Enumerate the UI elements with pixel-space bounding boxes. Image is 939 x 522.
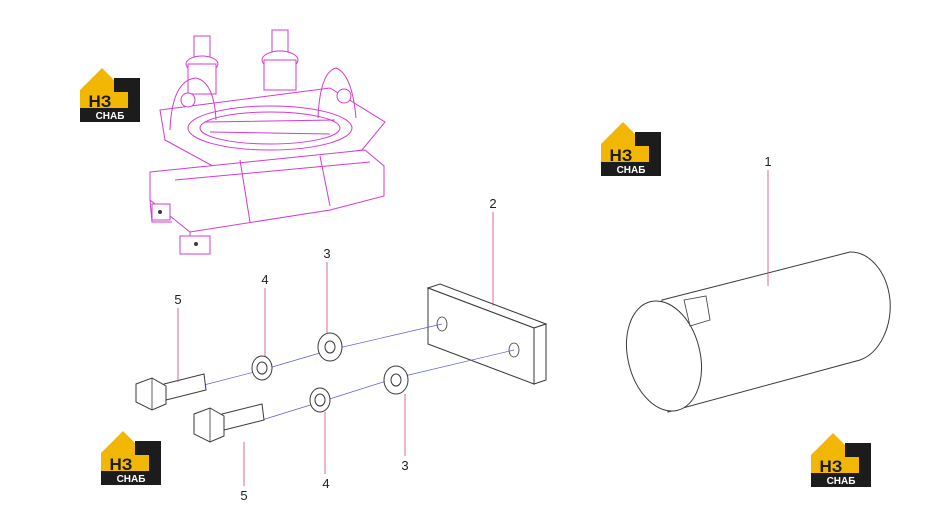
assembly-context-drawing [149,29,386,255]
callout-part-5-lower: 5 [240,488,247,503]
part-1-pin [626,251,891,413]
logo-topleft: НЗ СНАБ [80,68,140,122]
leader-lines [177,170,769,486]
part-3-washer-upper [317,332,343,362]
part-5-bolt-upper [135,373,207,411]
part-5-bolt-lower [193,403,265,443]
logo-topcenter: НЗ СНАБ [601,122,661,176]
callout-part-5-upper: 5 [174,292,181,307]
logo-caption: СНАБ [117,474,146,485]
callout-part-3-lower: 3 [401,458,408,473]
callout-part-3-upper: 3 [323,246,330,261]
logo-mark: НЗ [820,457,843,476]
logo-caption: СНАБ [96,111,125,122]
callout-part-4-lower: 4 [322,476,329,491]
logo-mark: НЗ [110,455,133,474]
part-3-washer-lower [383,365,409,395]
logo-caption: СНАБ [617,165,646,176]
logo-bottomleft: НЗ СНАБ [101,431,161,485]
assembly-axis-lines [199,323,515,421]
callout-part-4-upper: 4 [261,272,268,287]
logo-mark: НЗ [610,146,633,165]
callout-part-1: 1 [764,154,771,169]
part-4-lockwasher-upper [251,355,273,381]
logo-bottomright: НЗ СНАБ [811,433,871,487]
part-4-lockwasher-lower [309,387,331,413]
logo-caption: СНАБ [827,476,856,487]
part-2-plate [426,283,548,385]
callout-part-2: 2 [489,196,496,211]
logo-mark: НЗ [89,92,112,111]
